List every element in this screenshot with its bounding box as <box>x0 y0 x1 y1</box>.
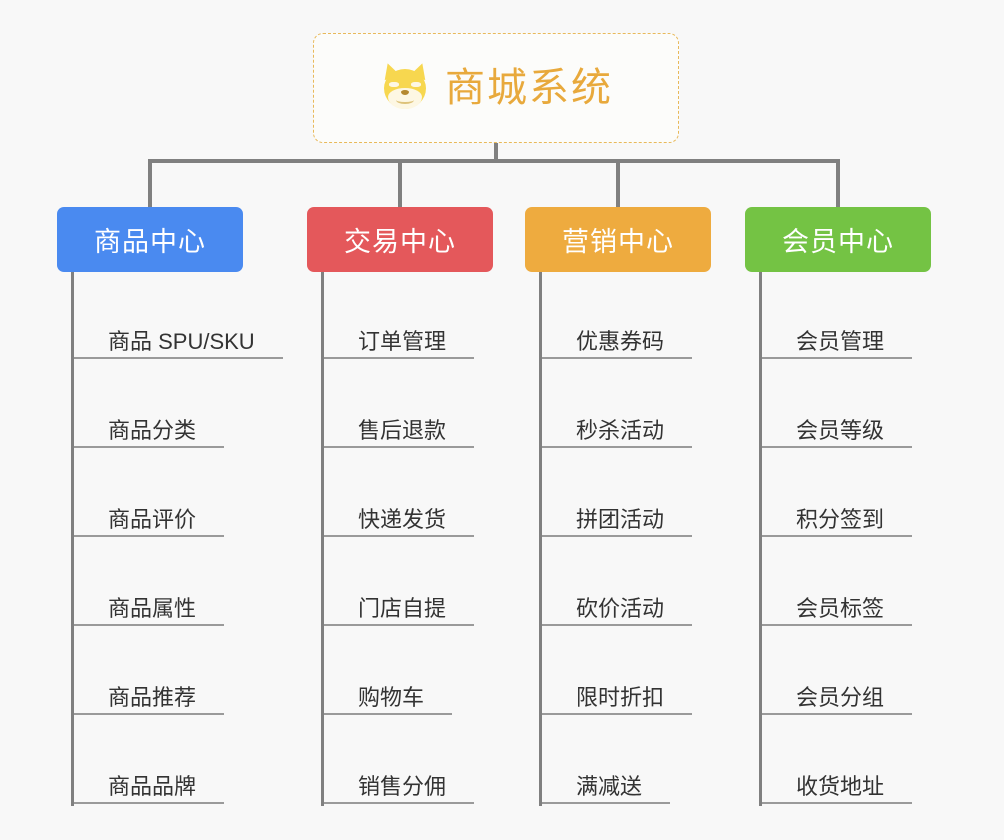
leaf-label: 商品属性 <box>73 595 225 627</box>
leaf-item[interactable]: 商品推荐 <box>73 628 243 717</box>
leaf-label: 砍价活动 <box>541 595 693 627</box>
connector-drop-4 <box>836 159 840 209</box>
leaf-item[interactable]: 购物车 <box>323 628 493 717</box>
leaf-label: 积分签到 <box>761 506 913 538</box>
leaf-label: 商品推荐 <box>73 684 225 716</box>
leaf-item[interactable]: 售后退款 <box>323 361 493 450</box>
branch-column-2: 交易中心订单管理售后退款快递发货门店自提购物车销售分佣 <box>307 207 493 806</box>
leaf-label: 快递发货 <box>323 506 475 538</box>
leaf-label: 购物车 <box>323 684 453 716</box>
leaf-item[interactable]: 收货地址 <box>761 717 931 806</box>
leaf-item[interactable]: 限时折扣 <box>541 628 711 717</box>
leaf-label: 会员等级 <box>761 417 913 449</box>
leaf-item[interactable]: 拼团活动 <box>541 450 711 539</box>
leaf-label: 满减送 <box>541 773 671 805</box>
leaf-item[interactable]: 会员分组 <box>761 628 931 717</box>
leaf-label: 商品 SPU/SKU <box>74 328 283 360</box>
leaf-label: 商品分类 <box>73 417 225 449</box>
branch-header-3[interactable]: 营销中心 <box>525 207 711 272</box>
branch-column-1: 商品中心商品 SPU/SKU 商品分类商品评价商品属性商品推荐商品品牌 <box>57 207 283 806</box>
leaf-item[interactable]: 砍价活动 <box>541 539 711 628</box>
connector-horizontal-bus <box>148 159 840 163</box>
leaf-item[interactable]: 商品分类 <box>73 361 243 450</box>
leaf-item[interactable]: 会员等级 <box>761 361 931 450</box>
connector-drop-3 <box>616 159 620 209</box>
leaf-item[interactable]: 积分签到 <box>761 450 931 539</box>
leaf-label: 售后退款 <box>323 417 475 449</box>
connector-drop-2 <box>398 159 402 209</box>
branch-header-4[interactable]: 会员中心 <box>745 207 931 272</box>
leaf-item[interactable]: 快递发货 <box>323 450 493 539</box>
connector-drop-1 <box>148 159 152 209</box>
connector-root-stem <box>494 143 498 163</box>
leaf-item[interactable]: 订单管理 <box>323 272 493 361</box>
branch-header-1[interactable]: 商品中心 <box>57 207 243 272</box>
leaf-label: 会员分组 <box>761 684 913 716</box>
leaf-item[interactable]: 满减送 <box>541 717 711 806</box>
leaf-item[interactable]: 门店自提 <box>323 539 493 628</box>
root-node[interactable]: 商城系统 <box>313 33 679 143</box>
leaf-label: 优惠券码 <box>541 328 693 360</box>
leaf-item[interactable]: 秒杀活动 <box>541 361 711 450</box>
branch-column-3: 营销中心优惠券码秒杀活动拼团活动砍价活动限时折扣满减送 <box>525 207 711 806</box>
leaf-item[interactable]: 销售分佣 <box>323 717 493 806</box>
leaf-item[interactable]: 商品 SPU/SKU <box>74 272 283 361</box>
leaf-item[interactable]: 商品品牌 <box>73 717 243 806</box>
branch-spine-3: 优惠券码秒杀活动拼团活动砍价活动限时折扣满减送 <box>539 272 711 806</box>
leaf-item[interactable]: 商品评价 <box>73 450 243 539</box>
branch-column-4: 会员中心会员管理会员等级积分签到会员标签会员分组收货地址 <box>745 207 931 806</box>
leaf-label: 拼团活动 <box>541 506 693 538</box>
leaf-label: 会员管理 <box>761 328 913 360</box>
leaf-item[interactable]: 商品属性 <box>73 539 243 628</box>
leaf-label: 门店自提 <box>323 595 475 627</box>
shiba-dog-face-icon <box>379 60 431 114</box>
leaf-item[interactable]: 会员标签 <box>761 539 931 628</box>
leaf-item[interactable]: 会员管理 <box>761 272 931 361</box>
leaf-item[interactable]: 优惠券码 <box>541 272 711 361</box>
leaf-label: 商品评价 <box>73 506 225 538</box>
leaf-label: 会员标签 <box>761 595 913 627</box>
leaf-label: 商品品牌 <box>73 773 225 805</box>
leaf-label: 销售分佣 <box>323 773 475 805</box>
leaf-label: 订单管理 <box>323 328 475 360</box>
branch-header-2[interactable]: 交易中心 <box>307 207 493 272</box>
root-title: 商城系统 <box>445 66 613 110</box>
branch-spine-1: 商品 SPU/SKU 商品分类商品评价商品属性商品推荐商品品牌 <box>71 272 283 806</box>
leaf-label: 秒杀活动 <box>541 417 693 449</box>
leaf-label: 收货地址 <box>761 773 913 805</box>
leaf-label: 限时折扣 <box>541 684 693 716</box>
branch-spine-2: 订单管理售后退款快递发货门店自提购物车销售分佣 <box>321 272 493 806</box>
branch-spine-4: 会员管理会员等级积分签到会员标签会员分组收货地址 <box>759 272 931 806</box>
